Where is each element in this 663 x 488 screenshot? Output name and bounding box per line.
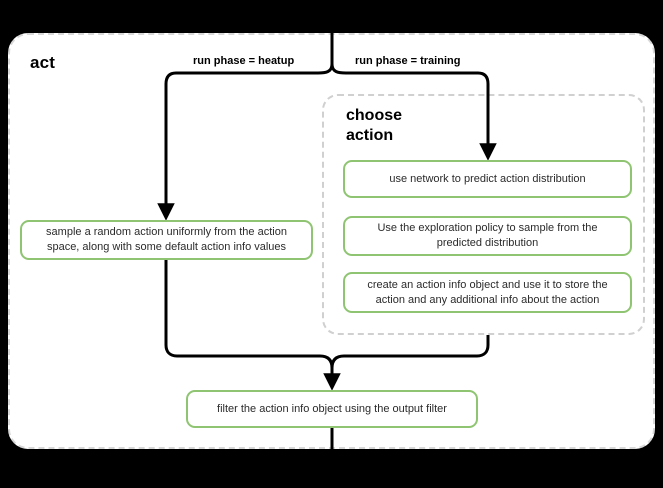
page-title: act bbox=[30, 53, 56, 72]
node-create-action-info[interactable]: create an action info object and use it … bbox=[343, 272, 632, 313]
edge-label-heatup: run phase = heatup bbox=[193, 55, 295, 67]
node-filter-action-info[interactable]: filter the action info object using the … bbox=[186, 390, 478, 428]
edge-label-training: run phase = training bbox=[355, 55, 461, 67]
node-exploration-policy[interactable]: Use the exploration policy to sample fro… bbox=[343, 216, 632, 256]
node-use-network[interactable]: use network to predict action distributi… bbox=[343, 160, 632, 198]
node-sample-random-action[interactable]: sample a random action uniformly from th… bbox=[20, 220, 313, 260]
